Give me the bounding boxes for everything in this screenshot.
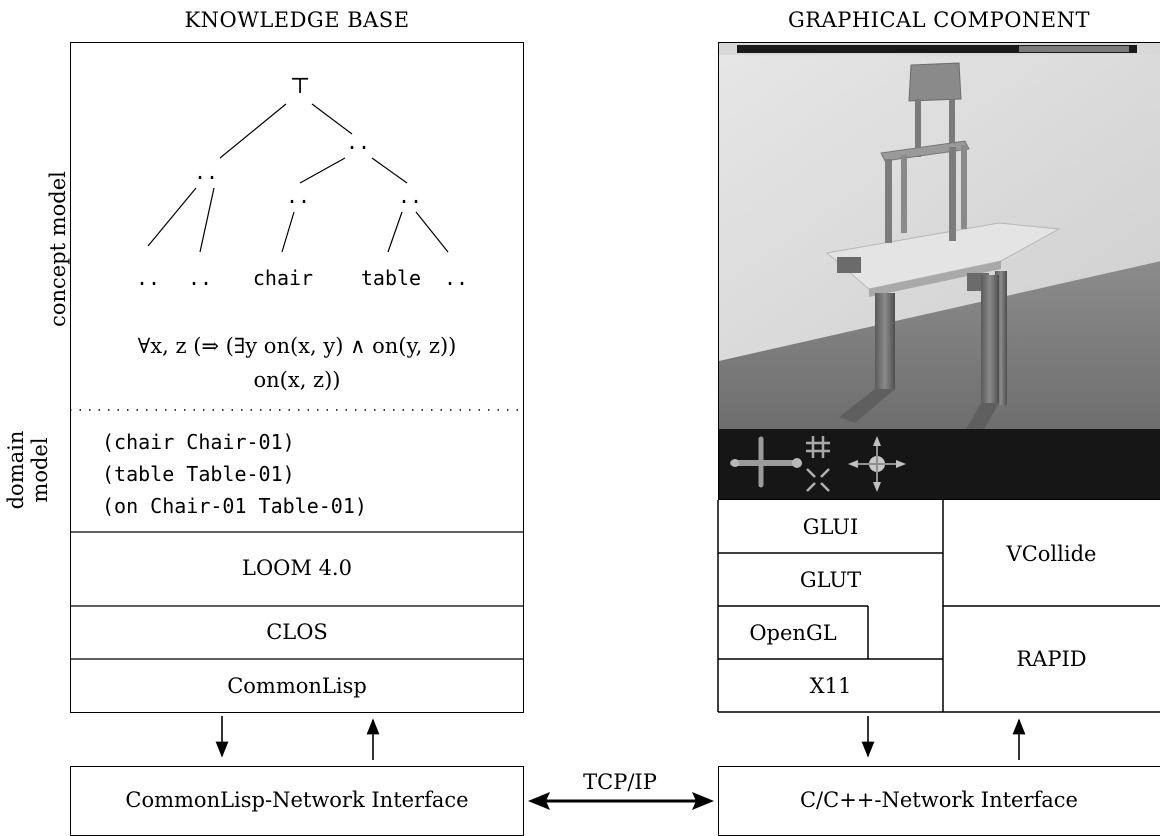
rule-line-1: ∀x, z (⇒ (∃y on(x, y) ∧ on(y, z)) — [137, 334, 457, 358]
layer-clos: CLOS — [266, 620, 328, 644]
domain-fact: (table Table-01) — [102, 462, 295, 486]
cpp-network-interface-label: C/C++-Network Interface — [799, 788, 1078, 812]
tree-leaf-dots: .. — [187, 266, 213, 290]
layer-commonlisp: CommonLisp — [227, 674, 367, 698]
tree-node-dots: .. — [397, 184, 423, 208]
tree-root-top: ⊤ — [289, 74, 311, 99]
zoom-arrows-icon[interactable] — [804, 466, 832, 494]
chair-table-scene — [719, 43, 1160, 499]
knowledge-base-frame — [70, 42, 524, 713]
rule-line-2: on(x, z)) — [253, 368, 341, 392]
layer-opengl: OpenGL — [749, 621, 837, 645]
layer-glui: GLUI — [802, 515, 859, 539]
render-viewport[interactable] — [718, 42, 1160, 500]
tcp-ip-label: TCP/IP — [583, 770, 657, 794]
cpp-network-interface — [718, 766, 1160, 836]
tree-node-dots: .. — [193, 160, 219, 184]
translate-xy-icon[interactable] — [804, 434, 832, 460]
layer-x11: X11 — [809, 674, 852, 698]
graphical-component-heading: GRAPHICAL COMPONENT — [787, 8, 1091, 32]
layer-rapid: RAPID — [1016, 647, 1087, 671]
domain-fact: (chair Chair-01) — [102, 430, 295, 454]
tree-leaf-table: table — [360, 266, 422, 290]
layer-glut: GLUT — [799, 568, 862, 592]
layer-loom: LOOM 4.0 — [242, 556, 352, 580]
tree-leaf-dots: .. — [135, 266, 161, 290]
tree-leaf-chair: chair — [252, 266, 314, 290]
tree-leaf-dots: .. — [443, 266, 469, 290]
layer-vcollide: VCollide — [1006, 542, 1097, 566]
translate-xyz-icon[interactable] — [846, 434, 908, 494]
domain-fact: (on Chair-01 Table-01) — [102, 494, 367, 518]
knowledge-base-heading: KNOWLEDGE BASE — [184, 8, 410, 32]
commonlisp-network-interface-label: CommonLisp-Network Interface — [125, 788, 469, 812]
tree-node-dots: .. — [285, 184, 311, 208]
tree-node-dots: .. — [345, 130, 371, 154]
